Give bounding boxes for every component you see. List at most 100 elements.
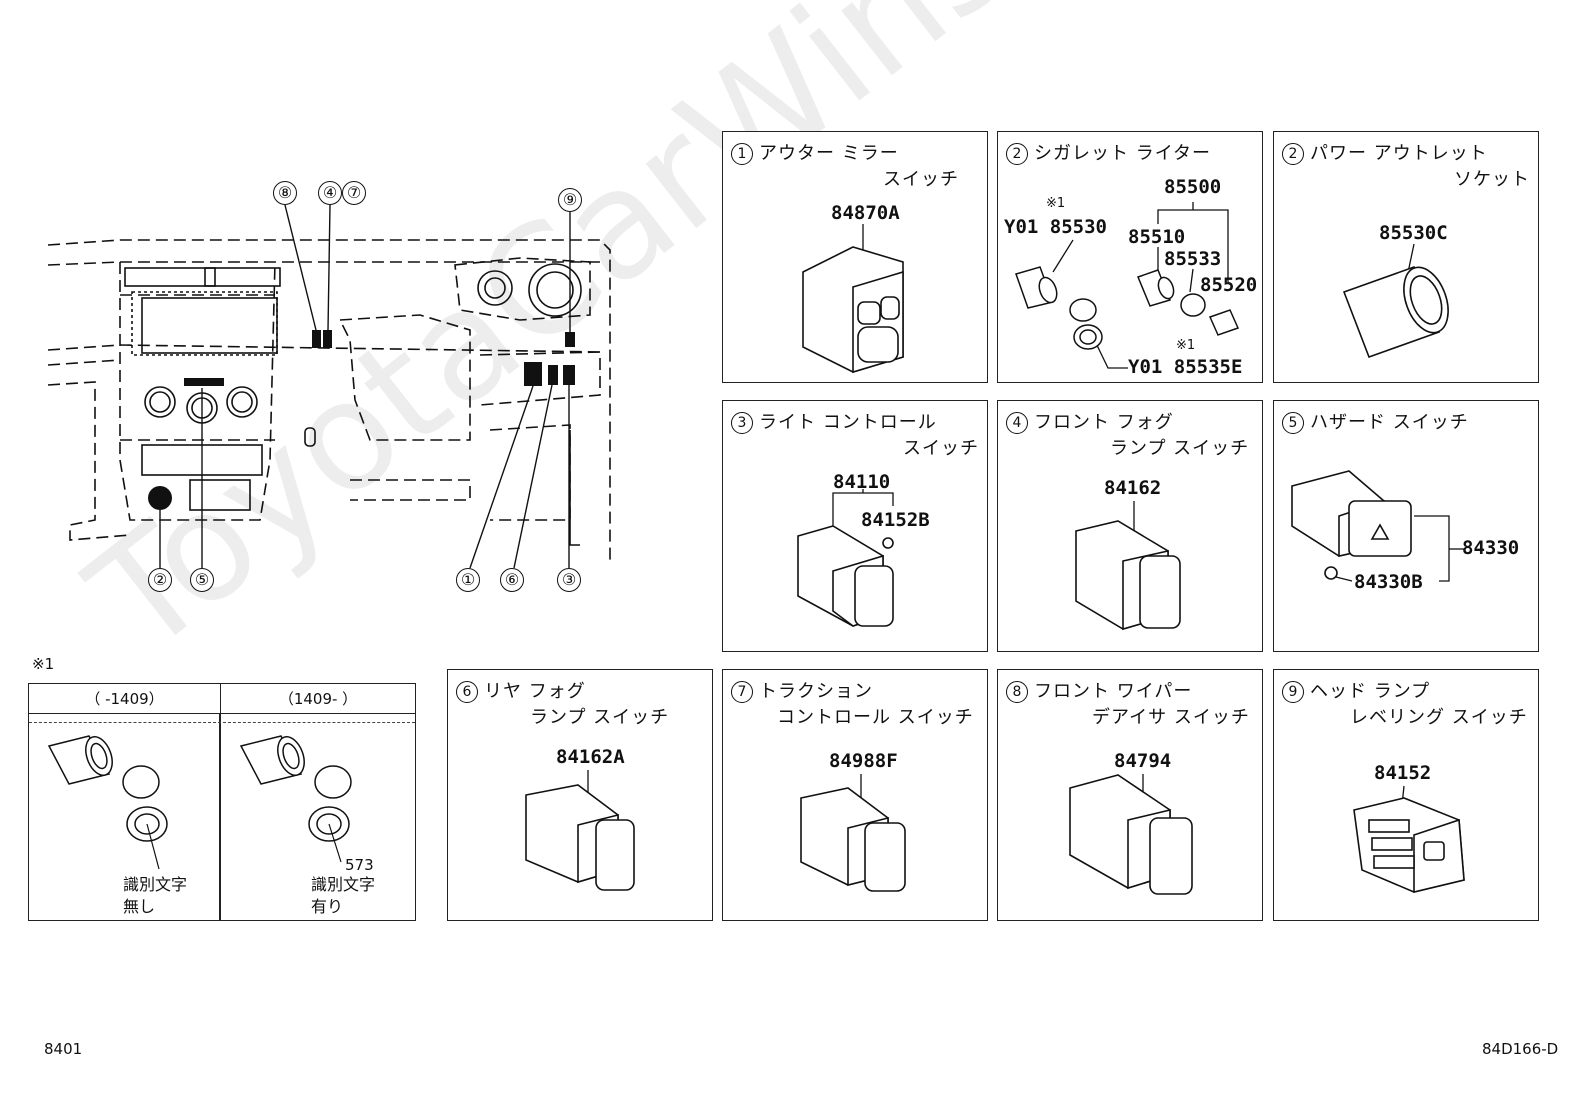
panel-title-line2: スイッチ [903,438,979,459]
part-illustration [1291,470,1464,582]
note-illustration [47,735,352,870]
part-number: 84870A [831,202,900,224]
part-number: 84988F [829,750,898,772]
note-col2-header: （1409- ） [221,684,415,714]
panel-title-line2: レベリング スイッチ [1350,707,1528,728]
note-col2-code: 573 [345,856,374,874]
panel-number: 7 [731,681,753,703]
callout-2: ② [148,568,172,592]
part-number-84330: 84330 [1462,537,1520,559]
panel-title-line1: リヤ フォグ [484,681,586,702]
panel-title-line1: ハザード スイッチ [1310,412,1469,433]
note-divider [219,714,221,920]
footer-right-code: 84D166-D [1482,1040,1559,1058]
part-number-85510: 85510 [1128,226,1186,248]
panel-front-fog-lamp-switch: 4 フロント フォグ ランプ スイッチ 84162 [997,400,1263,652]
callout-1: ① [456,568,480,592]
callout-8: ⑧ [273,181,297,205]
callout-3: ③ [557,568,581,592]
switch-blocks [148,330,575,510]
part-number: 84152 [1374,762,1432,784]
part-number: 84794 [1114,750,1172,772]
part-number-85520: 85520 [1200,274,1258,296]
note-col2-label-2: 有り [311,897,344,916]
panel-front-wiper-deicer-switch: 8 フロント ワイパー デアイサ スイッチ 84794 [997,669,1263,921]
panel-number: 2 [1006,143,1028,165]
part-number-84110: 84110 [833,471,891,493]
part-illustration [1015,202,1240,369]
panel-number: 4 [1006,412,1028,434]
panel-title-line2: ソケット [1454,169,1530,190]
note-mark: ※1 [1046,196,1066,211]
part-illustration [797,489,894,627]
panel-number: 5 [1282,412,1304,434]
panel-title: 8 フロント ワイパー [1006,680,1192,704]
panel-title-line1: シガレット ライター [1034,143,1212,164]
part-number-85500: 85500 [1164,176,1222,198]
panel-title-line2: ランプ スイッチ [530,707,670,728]
panel-outer-mirror-switch: 1 アウター ミラー スイッチ 84870A [722,131,988,383]
part-number: 84162 [1104,477,1162,499]
panel-title: 2 パワー アウトレット [1282,142,1488,166]
note-col1-header: （ -1409） [29,684,221,714]
panel-rear-fog-lamp-switch: 6 リヤ フォグ ランプ スイッチ 84162A [447,669,713,921]
panel-title-line2: デアイサ スイッチ [1092,707,1250,728]
leader-lines [159,204,571,569]
panel-title-line1: フロント ワイパー [1034,681,1193,702]
part-illustration [1075,501,1181,631]
note-box: （ -1409） （1409- ） 識別文字 無し 573 識別文字 [28,683,416,921]
part-illustration [1069,774,1193,895]
panel-number: 6 [456,681,478,703]
panel-title-line1: アウター ミラー [759,143,899,164]
part-number-85535E: Y01 85535E [1128,356,1243,378]
part-number-85530: Y01 85530 [1004,216,1107,238]
panel-light-control-switch: 3 ライト コントロール スイッチ 84110 84152B [722,400,988,652]
panel-title: 1 アウター ミラー [731,142,899,166]
panel-title-line1: ライト コントロール [759,412,937,433]
note-col2-label: 識別文字 有り [311,874,375,918]
part-number-85533: 85533 [1164,248,1222,270]
note-col2-label-1: 識別文字 [311,875,376,894]
part-number: 84162A [556,746,625,768]
panel-title: 6 リヤ フォグ [456,680,586,704]
note-col1-label-1: 識別文字 [123,875,188,894]
panel-title: 5 ハザード スイッチ [1282,411,1469,435]
panel-title-line2: スイッチ [883,169,959,190]
note-marker: ※1 [32,655,55,673]
note-mark: ※1 [1176,338,1196,353]
callout-9: ⑨ [558,188,582,212]
part-illustration [802,224,904,374]
note-dash [29,714,415,723]
part-number: 85530C [1379,222,1448,244]
panel-number: 1 [731,143,753,165]
panel-number: 3 [731,412,753,434]
panel-cigarette-lighter: 2 シガレット ライター 85500 ※1 Y01 85530 85510 855… [997,131,1263,383]
panel-number: 8 [1006,681,1028,703]
panel-title: 3 ライト コントロール [731,411,937,435]
note-col1-label: 識別文字 無し [123,874,187,918]
panel-title-line1: トラクション [759,681,873,702]
callout-4: ④ [318,181,342,205]
panel-traction-control-switch: 7 トラクション コントロール スイッチ 84988F [722,669,988,921]
part-illustration [525,770,635,891]
panel-title-line1: パワー アウトレット [1310,143,1488,164]
panel-title-line1: フロント フォグ [1034,412,1174,433]
part-illustration [1353,785,1465,894]
panel-title: 4 フロント フォグ [1006,411,1174,435]
panel-power-outlet-socket: 2 パワー アウトレット ソケット 85530C [1273,131,1539,383]
callout-6: ⑥ [500,568,524,592]
part-illustration [1342,243,1449,359]
callout-5: ⑤ [190,568,214,592]
panel-title-line2: ランプ スイッチ [1110,438,1250,459]
panel-title-line2: コントロール スイッチ [777,707,974,728]
note-col1-label-2: 無し [123,897,156,916]
panel-number: 2 [1282,143,1304,165]
part-number-84152B: 84152B [861,509,930,531]
callout-7: ⑦ [342,181,366,205]
part-illustration [800,774,906,892]
panel-title-line1: ヘッド ランプ [1310,681,1431,702]
